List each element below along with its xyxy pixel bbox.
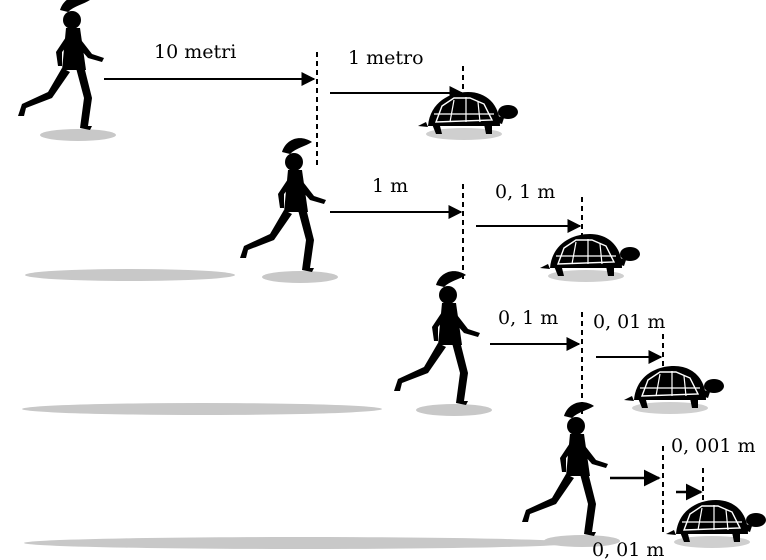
row-4: 0, 001 m 0, 01 m — [24, 402, 766, 560]
tortoise-figure — [665, 499, 766, 549]
runner-distance-label: 0, 01 m — [592, 539, 664, 560]
row-1: 10 metri 1 metro — [18, 0, 519, 168]
runner-distance-label: 0, 1 m — [498, 307, 558, 329]
runner-distance-label: 1 m — [372, 175, 408, 197]
tortoise-distance-label: 1 metro — [348, 47, 424, 69]
tortoise-distance-label: 0, 001 m — [671, 435, 756, 457]
tortoise-figure — [539, 233, 641, 283]
runner-figure — [394, 271, 492, 416]
tortoise-figure — [417, 91, 519, 141]
tortoise-distance-label: 0, 01 m — [593, 311, 665, 333]
runner-figure — [240, 138, 338, 283]
runner-distance-label: 10 metri — [154, 41, 236, 63]
row-2: 1 m 0, 1 m — [25, 138, 641, 283]
ground-shadow — [25, 269, 235, 281]
tortoise-distance-label: 0, 1 m — [495, 181, 555, 203]
row-3: 0, 1 m 0, 01 m — [22, 271, 725, 416]
ground-shadow — [24, 537, 576, 549]
ground-shadow — [22, 403, 382, 415]
runner-figure — [522, 402, 620, 547]
tortoise-figure — [623, 365, 725, 415]
runner-figure — [18, 0, 116, 141]
